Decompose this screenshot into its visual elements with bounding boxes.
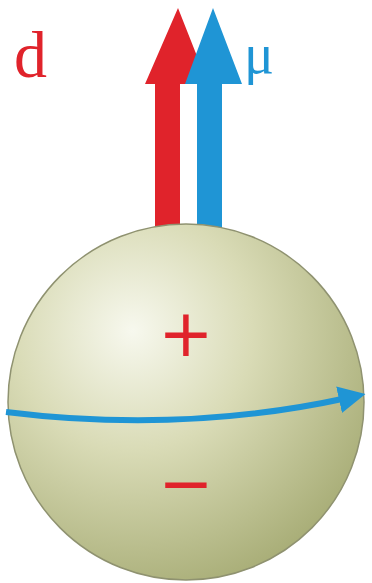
spin-arrow: [6, 398, 347, 420]
magnetic-moment-arrow: [185, 8, 242, 232]
charge-sign: +: [158, 301, 213, 367]
vector-label: d: [14, 22, 47, 88]
sphere-shape: [2, 222, 370, 582]
particle-sphere: +−: [2, 222, 370, 582]
sphere-body: [8, 224, 364, 580]
charge-sign: −: [158, 451, 213, 517]
vector-label: μ: [244, 26, 274, 82]
